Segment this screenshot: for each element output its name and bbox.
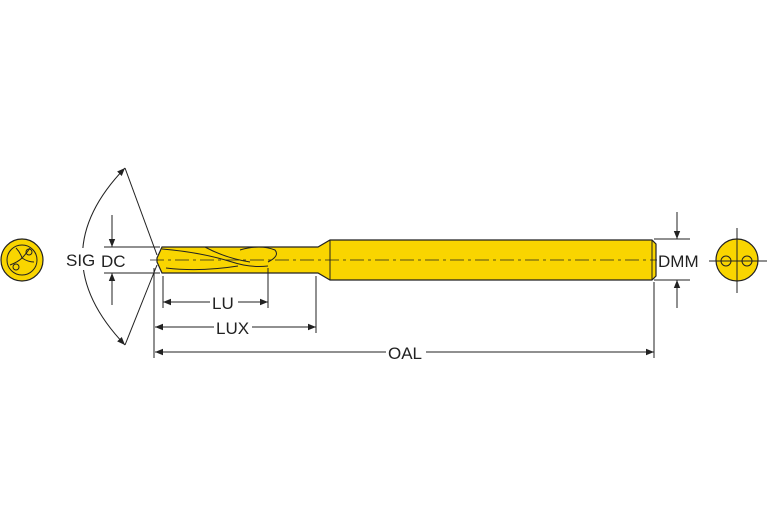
max-usable-length-dimension: LUX [155, 317, 316, 338]
dmm-label: DMM [658, 252, 699, 271]
shank-end-view [709, 228, 767, 293]
overall-length-dimension: OAL [155, 342, 654, 363]
oal-label: OAL [388, 344, 422, 363]
usable-length-dimension: LU [163, 292, 268, 313]
lu-label: LU [212, 294, 234, 313]
cutting-diameter-dimension: DC [101, 215, 160, 305]
dc-label: DC [101, 252, 126, 271]
front-end-view [0, 238, 44, 282]
sig-label: SIG [66, 251, 95, 270]
lux-label: LUX [216, 319, 249, 338]
shank-diameter-dimension: DMM [654, 212, 699, 308]
point-angle-dimension: SIG [64, 167, 158, 346]
